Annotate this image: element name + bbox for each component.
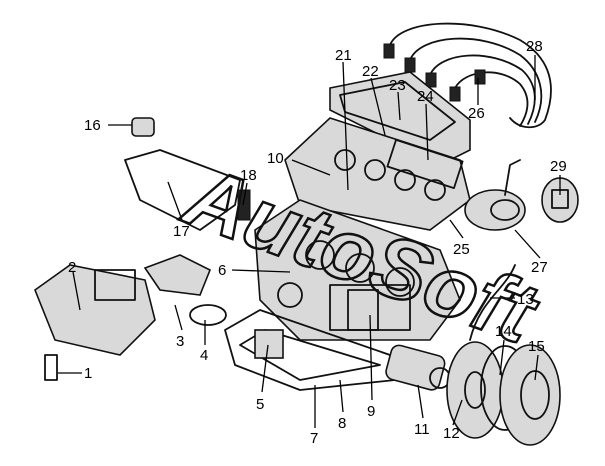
throttle-body xyxy=(143,254,212,296)
callout-28: 28 xyxy=(526,38,543,55)
ignition-wires xyxy=(383,22,552,129)
callout-3: 3 xyxy=(176,333,184,350)
callout-21: 21 xyxy=(335,47,352,64)
callout-1: 1 xyxy=(84,365,92,382)
callout-7: 7 xyxy=(310,430,318,447)
callouts: 1 2 3 4 5 6 7 8 9 10 11 12 13 14 15 16 1… xyxy=(68,38,567,447)
small-bracket xyxy=(44,354,58,381)
leader-lines xyxy=(58,55,561,428)
distributor xyxy=(464,159,526,231)
callout-18: 18 xyxy=(240,167,257,184)
sensor-small xyxy=(237,189,251,221)
callout-8: 8 xyxy=(338,415,346,432)
flywheel-and-clutch xyxy=(446,341,561,446)
starter-motor xyxy=(385,344,451,391)
engine-block xyxy=(254,199,461,341)
callout-23: 23 xyxy=(389,77,406,94)
intake-manifold xyxy=(34,264,156,356)
water-pump xyxy=(347,289,379,331)
callout-22: 22 xyxy=(362,63,379,80)
callout-29: 29 xyxy=(550,158,567,175)
callout-5: 5 xyxy=(256,396,264,413)
gasket xyxy=(189,304,227,326)
callout-15: 15 xyxy=(528,338,545,355)
callout-10: 10 xyxy=(267,150,284,167)
callout-25: 25 xyxy=(453,241,470,258)
oil-pump xyxy=(254,329,284,359)
callout-27: 27 xyxy=(531,259,548,276)
callout-26: 26 xyxy=(468,105,485,122)
callout-9: 9 xyxy=(367,403,375,420)
callout-6: 6 xyxy=(218,262,226,279)
oil-dipstick xyxy=(469,264,516,341)
callout-24: 24 xyxy=(417,88,434,105)
callout-14: 14 xyxy=(495,323,512,340)
callout-16: 16 xyxy=(84,117,101,134)
callout-17: 17 xyxy=(173,223,190,240)
callout-13: 13 xyxy=(517,291,534,308)
mounting-bracket xyxy=(124,149,241,231)
callout-12: 12 xyxy=(443,425,460,442)
sensor xyxy=(131,117,155,137)
callout-11: 11 xyxy=(414,421,430,438)
callout-2: 2 xyxy=(68,259,76,276)
callout-4: 4 xyxy=(200,347,208,364)
